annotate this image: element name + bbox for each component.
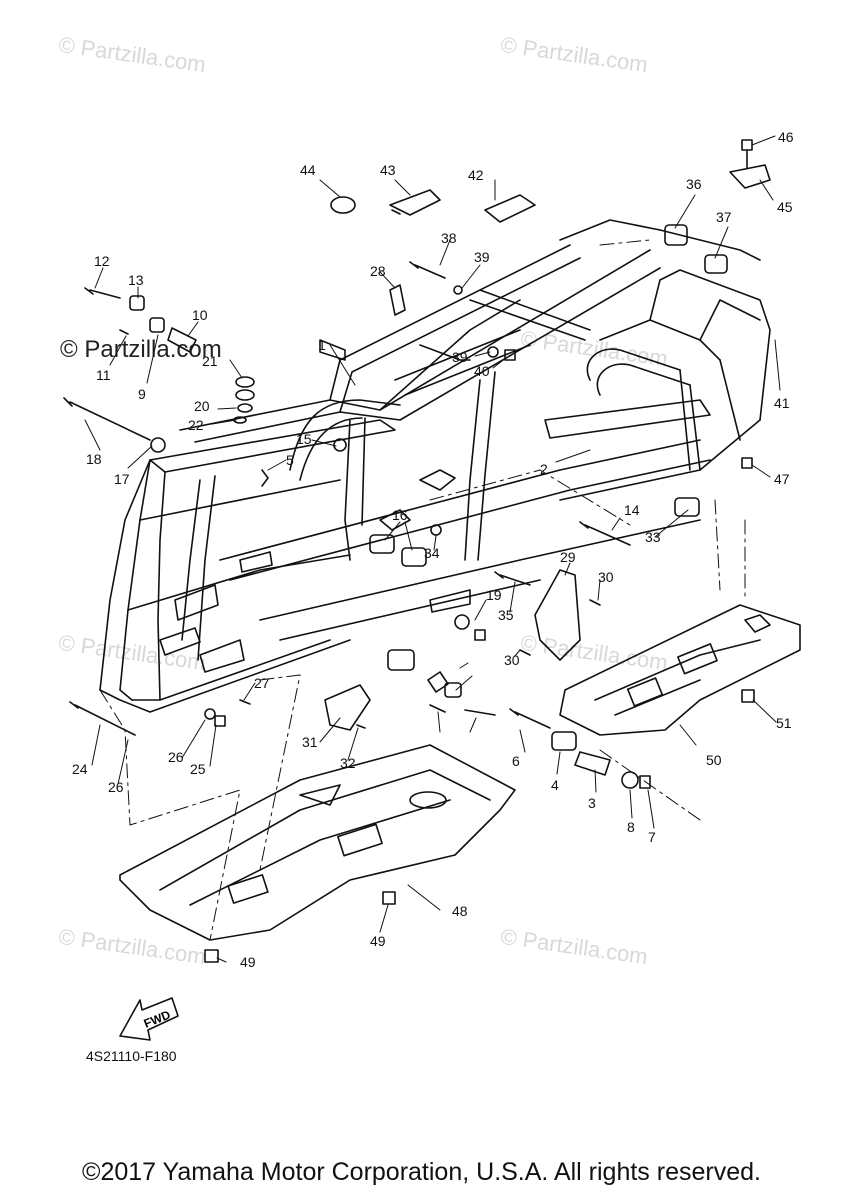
fwd-label: FWD <box>142 1007 173 1030</box>
callout-39: 39 <box>474 249 490 265</box>
callout-20: 20 <box>194 398 210 414</box>
callout-50: 50 <box>706 752 722 768</box>
callout-37: 37 <box>716 209 732 225</box>
callout-49: 49 <box>370 933 386 949</box>
callout-39b: 39 <box>452 349 468 365</box>
callout-29: 29 <box>560 549 576 565</box>
fwd-arrow-icon <box>119 997 179 1041</box>
callout-47: 47 <box>774 471 790 487</box>
callout-33: 33 <box>645 529 661 545</box>
diagram-code: 4S21110-F180 <box>86 1048 177 1064</box>
callout-41: 41 <box>774 395 790 411</box>
callout-8: 8 <box>627 819 635 835</box>
front-skid-plate <box>119 744 516 941</box>
callout-27: 27 <box>254 675 270 691</box>
callout-32: 32 <box>340 755 356 771</box>
callout-11: 11 <box>96 367 111 383</box>
callout-14: 14 <box>624 502 640 518</box>
callout-10: 10 <box>192 307 208 323</box>
callout-18: 18 <box>86 451 102 467</box>
callout-9: 9 <box>138 386 146 402</box>
callout-17: 17 <box>114 471 130 487</box>
callout-40: 40 <box>474 363 490 379</box>
callout-35: 35 <box>498 607 514 623</box>
copyright-notice: ©2017 Yamaha Motor Corporation, U.S.A. A… <box>82 1158 761 1186</box>
callout-22: 22 <box>188 417 204 433</box>
callout-31: 31 <box>302 734 318 750</box>
callout-2: 2 <box>540 461 548 477</box>
callout-5: 5 <box>286 452 294 468</box>
callout-24: 24 <box>72 761 88 777</box>
callout-15: 15 <box>296 431 312 447</box>
callout-16: 16 <box>392 507 408 523</box>
callout-6: 6 <box>512 753 520 769</box>
callout-49b: 49 <box>240 954 256 970</box>
callout-42: 42 <box>468 167 484 183</box>
callout-4: 4 <box>551 777 559 793</box>
watermark: © Partzilla.com <box>60 336 222 363</box>
callout-48: 48 <box>452 903 468 919</box>
callouts: 1 2 3 4 5 6 7 8 9 10 11 12 13 14 15 16 1… <box>72 129 794 970</box>
callout-45: 45 <box>777 199 793 215</box>
callout-44: 44 <box>300 162 316 178</box>
callout-51: 51 <box>776 715 792 731</box>
callout-13: 13 <box>128 272 144 288</box>
callout-38: 38 <box>441 230 457 246</box>
rear-skid-plate <box>559 604 801 736</box>
callout-28: 28 <box>370 263 386 279</box>
callout-19: 19 <box>486 587 502 603</box>
callout-7: 7 <box>648 829 656 845</box>
callout-30: 30 <box>598 569 614 585</box>
callout-21: 21 <box>202 353 218 369</box>
callout-46: 46 <box>778 129 794 145</box>
callout-3: 3 <box>588 795 596 811</box>
callout-1: 1 <box>318 337 326 353</box>
callout-25: 25 <box>190 761 206 777</box>
callout-34: 34 <box>424 545 440 561</box>
callout-36: 36 <box>686 176 702 192</box>
callout-12: 12 <box>94 253 110 269</box>
callout-30b: 30 <box>504 652 520 668</box>
callout-26b: 26 <box>108 779 124 795</box>
callout-26: 26 <box>168 749 184 765</box>
main-frame <box>99 219 771 713</box>
callout-43: 43 <box>380 162 396 178</box>
